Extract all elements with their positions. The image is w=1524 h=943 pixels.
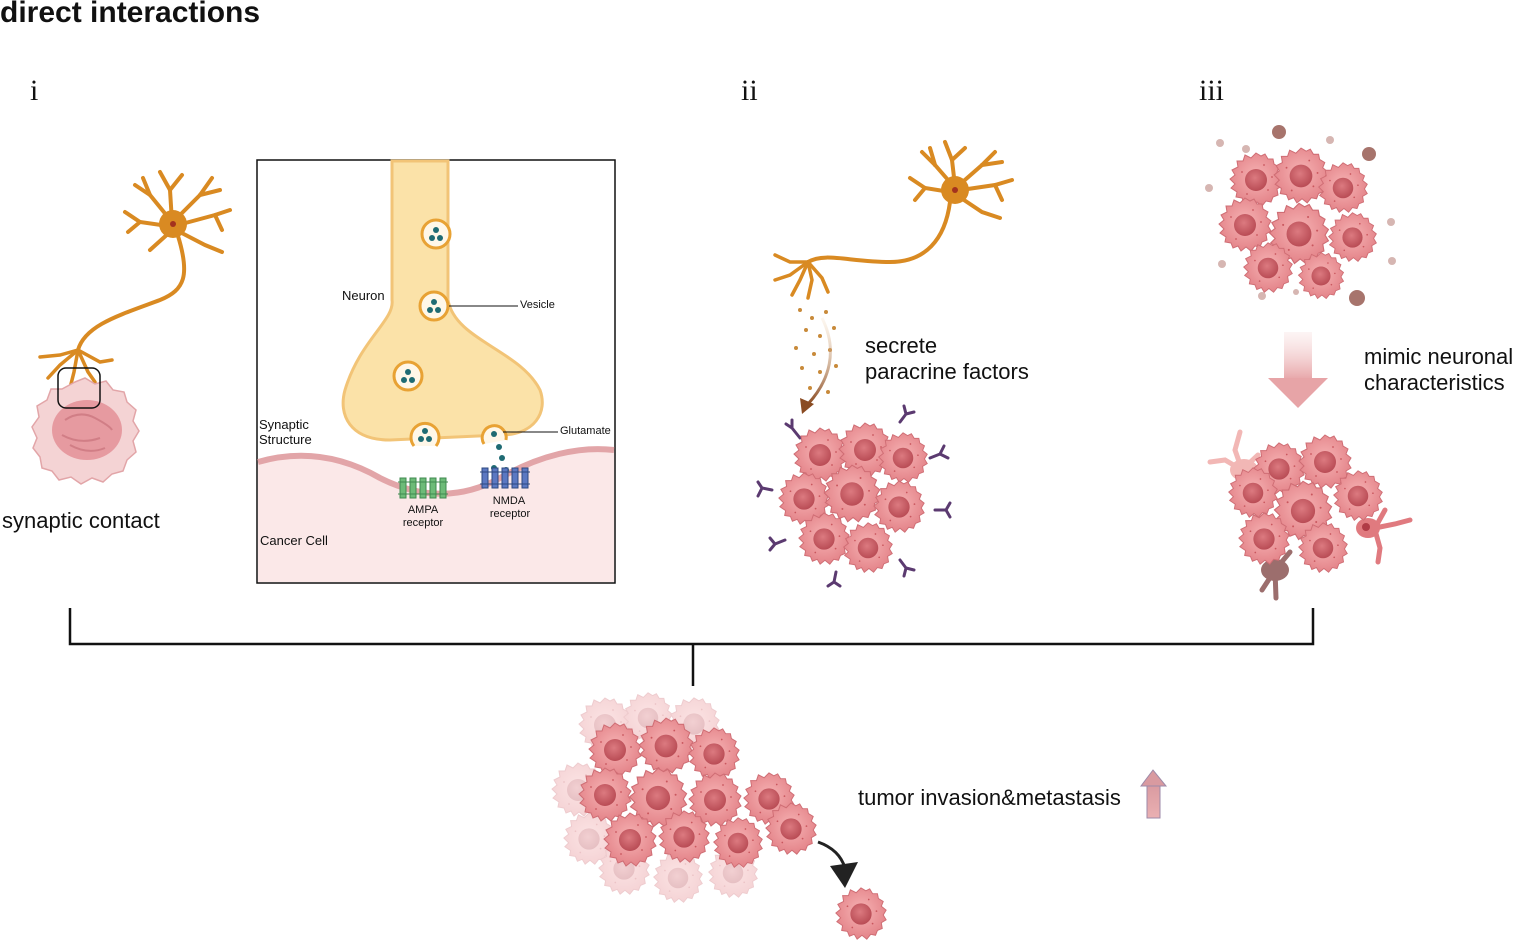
scattered-particles-iii [1205,125,1396,306]
cancer-cluster-ii [778,422,928,573]
axon-i [76,235,187,351]
secrete-label-2: paracrine factors [865,359,1029,384]
panel-iii-numeral: iii [1199,74,1225,107]
neuron-dendrites-ii [908,140,1014,220]
nmda-label-2: receptor [489,508,531,520]
convergence-bracket [68,608,1315,686]
vesicle-group [392,218,509,473]
panel-iii-graphic [1205,125,1413,601]
cancer-cluster-iii-bottom [1228,434,1383,573]
ampa-label-2: receptor [402,517,444,529]
receptors-ii [756,404,952,588]
neuron-label: Neuron [342,288,385,303]
mimic-label-2: characteristics [1364,370,1505,395]
mimic-label-1: mimic neuronal [1364,344,1514,369]
panel-i-graphic [31,170,232,485]
cancer-cluster-iii-top [1218,147,1377,299]
secrete-arrow [806,317,832,406]
synaptic-structure-label-1: Synaptic [259,417,309,432]
cancer-cell-i [31,377,140,485]
panel-i-numeral: i [30,74,39,107]
mimic-arrow [1268,332,1328,408]
nmda-label-1: NMDA [492,495,526,507]
metastasis-arrow [817,840,847,869]
nmda-receptor [480,467,530,489]
synapse-inset [256,159,616,584]
metastatic-cell [835,887,887,940]
neuron-like-cells [1207,429,1413,601]
ampa-label-1: AMPA [407,504,439,516]
cancer-cell-label: Cancer Cell [260,533,328,548]
axon-terminals-i [38,348,114,390]
vesicle-label: Vesicle [520,299,555,311]
synapse-highlight-box [57,367,101,409]
figure-title: direct interactions [0,0,261,29]
tumor-mass [551,692,817,903]
increase-arrow-icon [1140,769,1168,819]
secrete-label-1: secrete [865,333,938,358]
panel-ii-graphic [756,140,1014,588]
synaptic-structure-label-2: Structure [259,432,312,447]
panel-ii-numeral: ii [741,74,758,107]
glutamate-label: Glutamate [560,425,611,437]
synaptic-contact-label: synaptic contact [2,508,160,533]
ampa-receptor [398,477,448,499]
outcome-label: tumor invasion&metastasis [858,785,1121,810]
